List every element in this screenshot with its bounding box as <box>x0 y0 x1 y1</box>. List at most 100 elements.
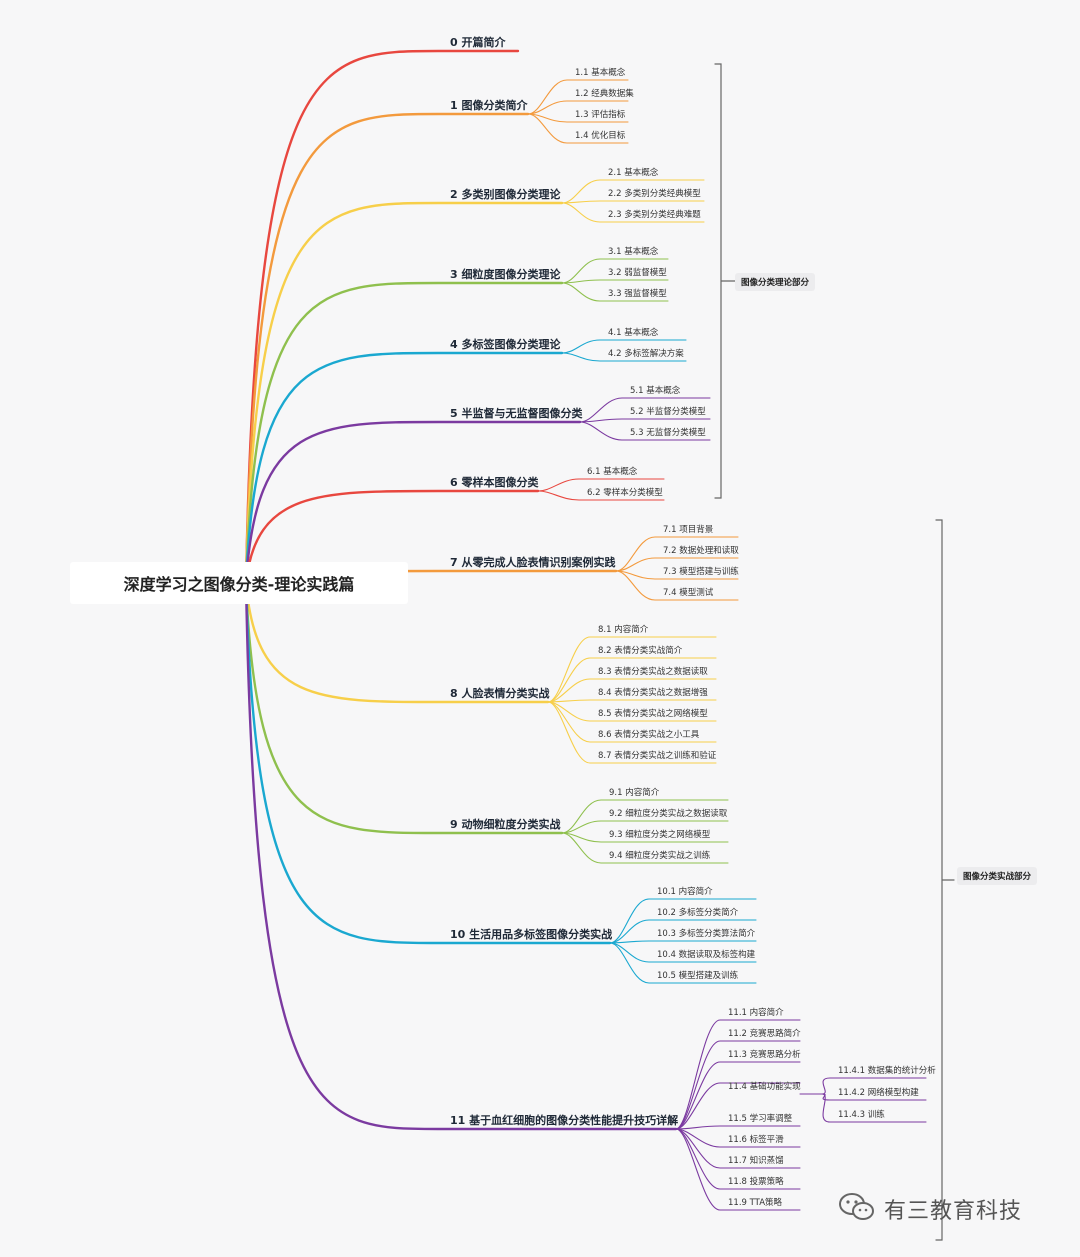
topic-8[interactable]: 8 人脸表情分类实战 <box>450 687 550 700</box>
subtopic-10-3[interactable]: 10.4 数据读取及标签构建 <box>657 950 756 960</box>
subtopic-3-1[interactable]: 3.2 弱监督模型 <box>608 268 667 278</box>
subtopic-branch <box>537 478 665 492</box>
subtopic-branch <box>609 919 757 944</box>
topic-4[interactable]: 4 多标签图像分类理论 <box>450 338 561 351</box>
topic-10[interactable]: 10 生活用品多标签图像分类实战 <box>450 928 613 941</box>
subtopic-branch <box>561 258 669 284</box>
topic-branch <box>244 49 520 585</box>
subtopic-branch <box>615 570 739 601</box>
subtopic-11-7[interactable]: 11.8 投票策略 <box>728 1177 784 1187</box>
subtopic-1-3[interactable]: 1.4 优化目标 <box>575 131 626 141</box>
subtopic-9-0[interactable]: 9.1 内容简介 <box>609 788 660 798</box>
subtopic-7-2[interactable]: 7.3 模型搭建与训练 <box>663 567 739 577</box>
topic-0[interactable]: 0 开篇简介 <box>450 36 506 49</box>
subtopic-branch <box>561 279 669 284</box>
subtopic-branch <box>561 832 729 864</box>
topic-branch <box>244 581 550 704</box>
subtopic-9-2[interactable]: 9.3 细粒度分类之网络模型 <box>609 830 711 840</box>
subtopic-branch <box>561 339 687 354</box>
subtopic-9-1[interactable]: 9.2 细粒度分类实战之数据读取 <box>609 809 728 819</box>
sub-subtopic-2[interactable]: 11.4.3 训练 <box>838 1110 885 1120</box>
subtopic-10-0[interactable]: 10.1 内容简介 <box>657 887 713 897</box>
subtopic-branch <box>609 940 757 944</box>
subtopic-10-4[interactable]: 10.5 模型搭建及训练 <box>657 971 739 981</box>
subtopic-8-6[interactable]: 8.7 表情分类实战之训练和验证 <box>598 751 717 761</box>
subtopic-5-0[interactable]: 5.1 基本概念 <box>630 386 681 396</box>
watermark-text: 有三教育科技 <box>884 1199 1023 1224</box>
wechat-icon <box>838 1192 876 1226</box>
central-topic[interactable]: 深度学习之图像分类-理论实践篇 <box>70 562 408 604</box>
subtopic-branch <box>547 701 717 743</box>
subtopic-11-8[interactable]: 11.9 TTA策略 <box>728 1198 783 1208</box>
subtopic-7-3[interactable]: 7.4 模型测试 <box>663 588 714 598</box>
subtopic-branch <box>527 79 629 115</box>
subtopic-branch <box>675 1082 801 1130</box>
subtopic-branch <box>547 678 717 703</box>
sub-subtopic-1[interactable]: 11.4.2 网络模型构建 <box>838 1088 919 1098</box>
subtopic-8-3[interactable]: 8.4 表情分类实战之数据增强 <box>598 688 708 698</box>
subtopic-3-2[interactable]: 3.3 强监督模型 <box>608 289 667 299</box>
subtopic-branch <box>675 1128 801 1211</box>
subtopic-branch <box>527 113 629 123</box>
subtopic-branch <box>615 570 739 580</box>
subtopic-1-1[interactable]: 1.2 经典数据集 <box>575 89 634 99</box>
subtopic-8-0[interactable]: 8.1 内容简介 <box>598 625 649 635</box>
subtopic-11-6[interactable]: 11.7 知识蒸馏 <box>728 1156 784 1166</box>
subtopic-branch <box>537 490 665 501</box>
subtopic-2-0[interactable]: 2.1 基本概念 <box>608 168 659 178</box>
subtopic-2-1[interactable]: 2.2 多类别分类经典模型 <box>608 189 701 199</box>
subtopic-11-1[interactable]: 11.2 竞赛思路简介 <box>728 1029 801 1039</box>
subtopic-3-0[interactable]: 3.1 基本概念 <box>608 247 659 257</box>
subtopic-7-1[interactable]: 7.2 数据处理和读取 <box>663 546 739 556</box>
subtopic-branch <box>561 282 669 302</box>
topic-1[interactable]: 1 图像分类简介 <box>450 99 528 112</box>
topic-7[interactable]: 7 从零完成人脸表情识别案例实践 <box>450 556 616 569</box>
subtopic-branch <box>547 636 717 703</box>
subtopic-1-2[interactable]: 1.3 评估指标 <box>575 110 626 120</box>
subtopic-branch <box>579 397 711 423</box>
subtopic-11-3[interactable]: 11.4 基础功能实现 <box>728 1082 801 1092</box>
sub-subtopic-0[interactable]: 11.4.1 数据集的统计分析 <box>838 1066 936 1076</box>
subtopic-6-1[interactable]: 6.2 零样本分类模型 <box>587 488 663 498</box>
topic-5[interactable]: 5 半监督与无监督图像分类 <box>450 407 583 420</box>
subtopic-branch <box>547 657 717 703</box>
subtopic-8-2[interactable]: 8.3 表情分类实战之数据读取 <box>598 667 708 677</box>
subtopic-9-3[interactable]: 9.4 细粒度分类实战之训练 <box>609 851 711 861</box>
subtopic-10-1[interactable]: 10.2 多标签分类简介 <box>657 908 739 918</box>
subtopic-branch <box>527 113 629 144</box>
subtopic-4-1[interactable]: 4.2 多标签解决方案 <box>608 349 684 359</box>
topic-branch <box>244 351 564 585</box>
topic-branch <box>244 581 612 945</box>
topic-branch <box>244 581 678 1131</box>
subtopic-5-2[interactable]: 5.3 无监督分类模型 <box>630 428 706 438</box>
topic-branch <box>244 420 582 585</box>
subtopic-branch <box>579 418 711 423</box>
topic-3[interactable]: 3 细粒度图像分类理论 <box>450 268 561 281</box>
topic-branch <box>244 489 540 585</box>
subtopic-branch <box>561 200 705 204</box>
subtopic-8-5[interactable]: 8.6 表情分类实战之小工具 <box>598 730 700 740</box>
subtopic-8-1[interactable]: 8.2 表情分类实战简介 <box>598 646 683 656</box>
topic-branch <box>244 201 564 585</box>
subtopic-11-2[interactable]: 11.3 竞赛思路分析 <box>728 1050 801 1060</box>
subtopic-1-0[interactable]: 1.1 基本概念 <box>575 68 626 78</box>
subtopic-10-2[interactable]: 10.3 多标签分类算法简介 <box>657 929 756 939</box>
subtopic-11-4[interactable]: 11.5 学习率调整 <box>728 1114 793 1124</box>
subtopic-6-0[interactable]: 6.1 基本概念 <box>587 467 638 477</box>
subtopic-11-0[interactable]: 11.1 内容简介 <box>728 1008 784 1018</box>
topic-branch <box>244 112 530 585</box>
topic-2[interactable]: 2 多类别图像分类理论 <box>450 188 561 201</box>
subtopic-4-0[interactable]: 4.1 基本概念 <box>608 328 659 338</box>
topic-11[interactable]: 11 基于血红细胞的图像分类性能提升技巧详解 <box>450 1114 679 1127</box>
subtopic-branch <box>561 179 705 204</box>
topic-9[interactable]: 9 动物细粒度分类实战 <box>450 818 561 831</box>
subtopic-2-2[interactable]: 2.3 多类别分类经典难题 <box>608 210 701 220</box>
subtopic-branch <box>821 1077 927 1095</box>
subtopic-11-5[interactable]: 11.6 标签平滑 <box>728 1135 784 1145</box>
subtopic-branch <box>821 1093 927 1123</box>
subtopic-8-4[interactable]: 8.5 表情分类实战之网络模型 <box>598 709 708 719</box>
subtopic-7-0[interactable]: 7.1 项目背景 <box>663 525 714 535</box>
topic-6[interactable]: 6 零样本图像分类 <box>450 476 539 489</box>
subtopic-5-1[interactable]: 5.2 半监督分类模型 <box>630 407 706 417</box>
